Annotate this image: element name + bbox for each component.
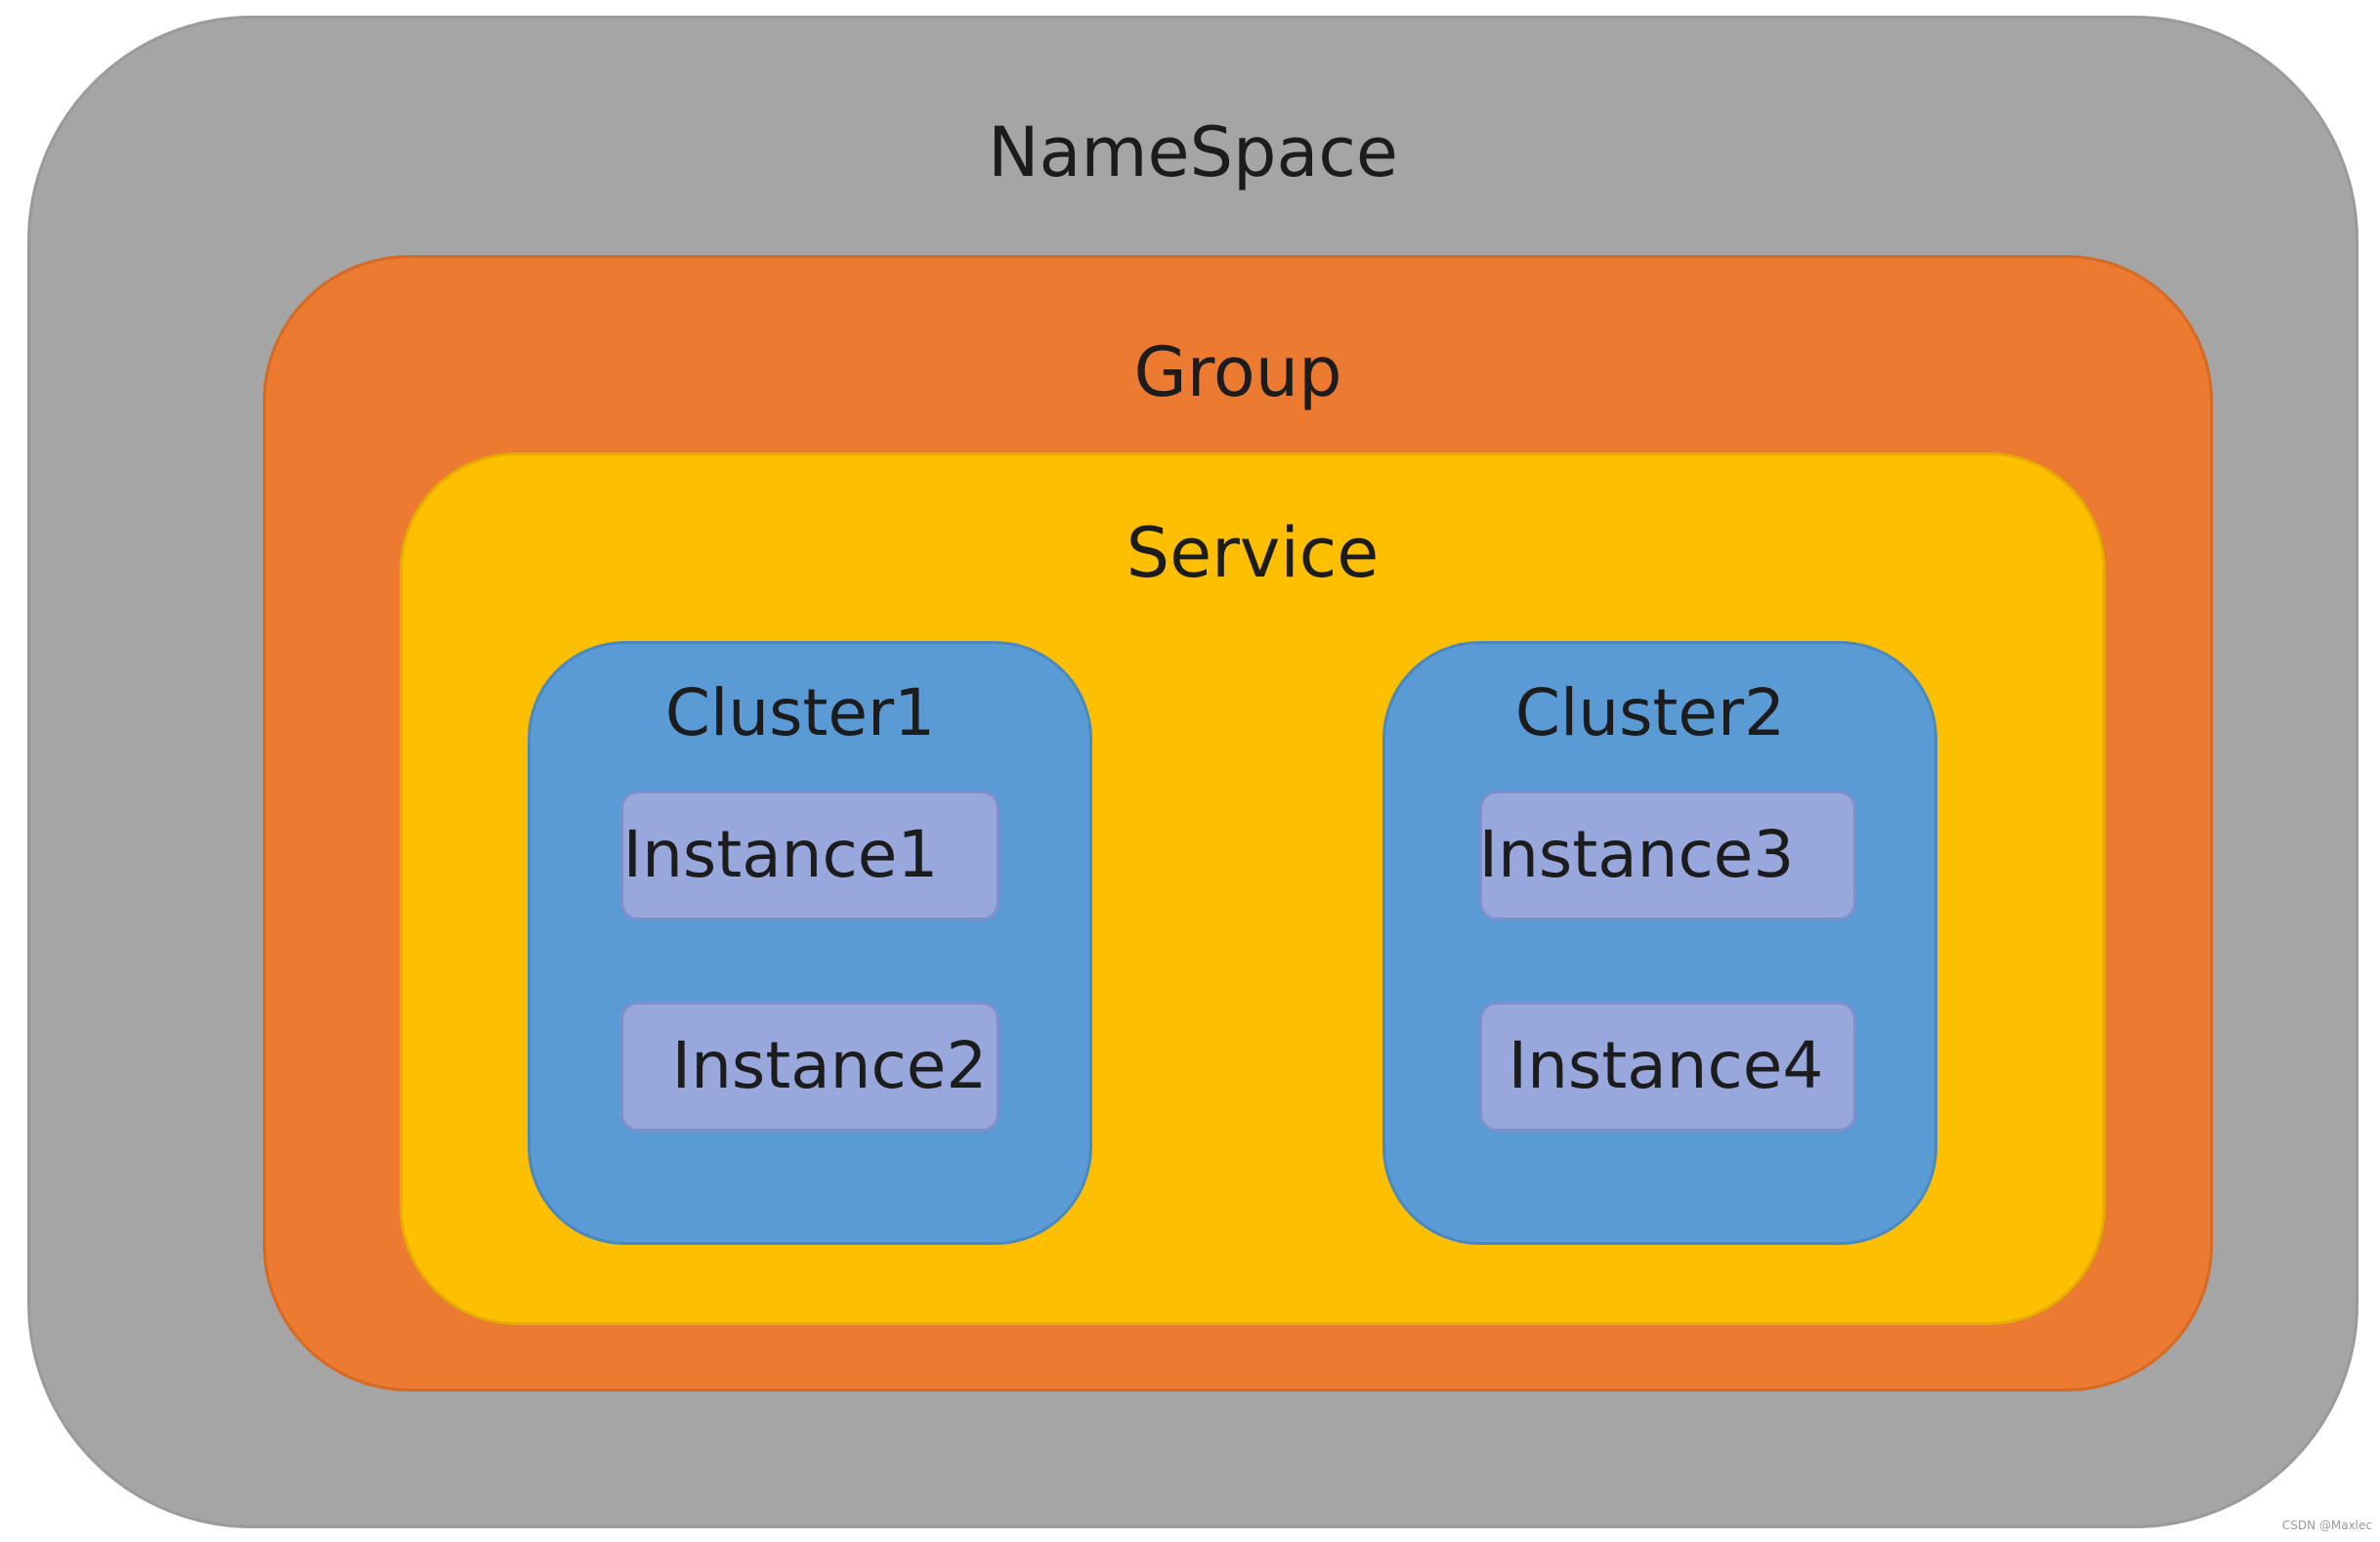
namespace-label: NameSpace xyxy=(988,112,1398,193)
instance-2-label: Instance2 xyxy=(671,1028,988,1103)
instance-2-box: Instance2 xyxy=(620,1002,999,1132)
cluster-2-label: Cluster2 xyxy=(1514,675,1786,750)
instance-3-label: Instance3 xyxy=(1478,817,1795,892)
group-label: Group xyxy=(1133,332,1342,412)
instance-1-box: Instance1 xyxy=(620,791,999,921)
cluster-2-container: Cluster2 Instance3 Instance4 xyxy=(1382,641,1937,1245)
instance-4-label: Instance4 xyxy=(1508,1028,1824,1103)
watermark: CSDN @Maxlec xyxy=(2281,1519,2372,1532)
cluster-1-container: Cluster1 Instance1 Instance2 xyxy=(528,641,1092,1245)
cluster-1-label: Cluster1 xyxy=(664,675,936,750)
instance-1-label: Instance1 xyxy=(622,817,939,892)
group-container: Group Service Cluster1 Instance1 Instanc… xyxy=(263,255,2213,1392)
namespace-container: NameSpace Group Service Cluster1 Instanc… xyxy=(27,16,2359,1528)
instance-4-box: Instance4 xyxy=(1479,1002,1856,1132)
service-label: Service xyxy=(1126,513,1380,593)
service-container: Service Cluster1 Instance1 Instance2 Clu… xyxy=(400,452,2105,1325)
instance-3-box: Instance3 xyxy=(1479,791,1856,921)
